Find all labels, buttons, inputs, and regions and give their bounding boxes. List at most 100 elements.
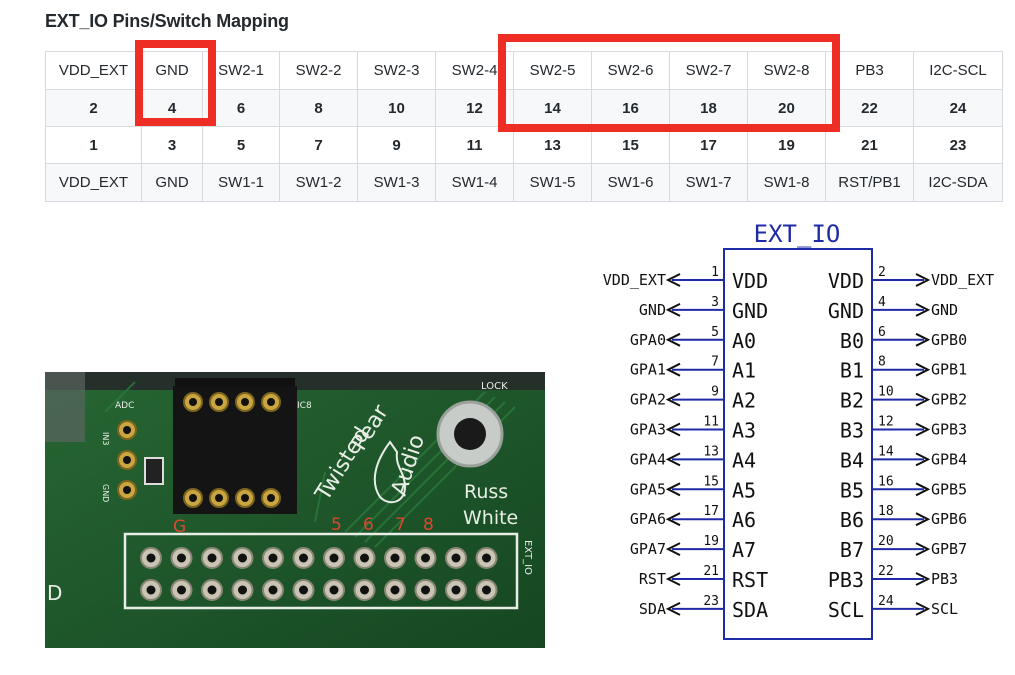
header-pin-hole [177, 585, 186, 595]
pin-number: 12 [878, 415, 894, 430]
pin-name: VDD [828, 269, 864, 293]
table-cell: I2C-SCL [913, 51, 1003, 90]
pin-number: 6 [878, 325, 886, 340]
header-pin-hole [268, 553, 278, 563]
pin-number: 24 [878, 594, 894, 609]
header-pin-hole [451, 585, 461, 595]
header-pin-hole [238, 553, 247, 563]
pin-arrow-icon [665, 362, 681, 377]
pin-net-label: PB3 [931, 570, 958, 588]
pin-arrow-icon [915, 332, 931, 347]
table-cell: 5 [202, 126, 280, 164]
table-cell: GND [141, 163, 203, 202]
pin-net-label: SDA [639, 600, 666, 618]
table-cell: 19 [747, 126, 826, 164]
pin-name: GND [828, 299, 864, 323]
header-pin-hole [421, 585, 430, 595]
pin-arrow-icon [915, 273, 931, 287]
table-cell: 3 [141, 126, 203, 164]
pin-number: 7 [711, 355, 719, 370]
header-pin-hole [451, 553, 461, 563]
header-pin-hole [146, 553, 156, 563]
pin-arrow-icon [915, 362, 931, 377]
marker-8: 8 [423, 515, 434, 535]
table-cell: SW1-8 [747, 163, 826, 202]
pin-arrow-icon [915, 572, 931, 586]
table-cell: SW2-3 [357, 51, 436, 90]
pin-arrow-icon [915, 602, 931, 616]
pin-net-label: GPB4 [931, 450, 967, 468]
pin-number: 5 [711, 325, 719, 340]
table-cell: 17 [669, 126, 748, 164]
pin-name: B4 [840, 448, 864, 472]
header-pin-hole [421, 553, 430, 563]
marker-7: 7 [395, 515, 406, 535]
table-cell: VDD_EXT [45, 51, 142, 90]
pin-number: 2 [878, 265, 886, 280]
table-cell: 13 [513, 126, 592, 164]
pin-arrow-icon [665, 572, 681, 586]
pin-net-label: GPA5 [630, 480, 666, 498]
header-pin-hole [268, 585, 278, 595]
pin-name: B6 [840, 508, 864, 532]
pin-arrow-icon [665, 602, 681, 616]
pin-number: 15 [703, 474, 719, 489]
pin-name: A3 [732, 419, 756, 443]
pin-name: SDA [732, 598, 768, 622]
pin-arrow-icon [665, 482, 681, 497]
table-cell: 14 [513, 89, 592, 127]
pin-net-label: GPB5 [931, 480, 967, 498]
table-cell: 9 [357, 126, 436, 164]
table-cell: SW2-5 [513, 51, 592, 90]
pin-name: A2 [732, 389, 756, 413]
pin-number: 3 [711, 295, 719, 310]
pin-name: A7 [732, 538, 756, 562]
table-cell: SW1-3 [357, 163, 436, 202]
pin-net-label: GPB1 [931, 361, 967, 379]
pin-arrow-icon [915, 542, 931, 556]
pin-number: 1 [711, 265, 719, 280]
table-cell: SW2-8 [747, 51, 826, 90]
table-cell: 7 [279, 126, 358, 164]
table-cell: 18 [669, 89, 748, 127]
marker-6: 6 [363, 515, 374, 535]
table-cell: SW2-4 [435, 51, 514, 90]
side-pins-label-gnd: GND [101, 484, 110, 502]
pin-arrow-icon [915, 303, 931, 317]
pin-name: B7 [840, 538, 864, 562]
pin-arrow-icon [665, 422, 681, 437]
pin-number: 17 [703, 504, 719, 519]
author-first: Russ [464, 481, 508, 503]
pin-net-label: VDD_EXT [931, 271, 994, 289]
table-cell: SW1-6 [591, 163, 670, 202]
pin-number: 9 [711, 385, 719, 400]
pin-name: PB3 [828, 568, 864, 592]
pin-number: 4 [878, 295, 886, 310]
ic-label: IC8 [297, 401, 312, 411]
pin-net-label: GND [639, 301, 666, 319]
table-cell: SW2-2 [279, 51, 358, 90]
schematic-box [723, 248, 873, 640]
table-cell: SW2-7 [669, 51, 748, 90]
ext-io-header-label: EXT_IO [522, 540, 533, 575]
side-pins-label: IN3 [101, 432, 110, 445]
table-cell: 22 [825, 89, 914, 127]
pin-arrow-icon [915, 422, 931, 437]
pin-net-label: GPB2 [931, 391, 967, 409]
pin-arrow-icon [665, 332, 681, 347]
ext-io-header-outline [123, 532, 519, 610]
pear-logo [373, 440, 407, 504]
header-pin-hole [482, 585, 491, 595]
marker-5: 5 [331, 515, 342, 535]
table-cell: 12 [435, 89, 514, 127]
lock-label: LOCK [481, 381, 508, 392]
header-pin-hole [482, 553, 491, 563]
table-cell: 1 [45, 126, 142, 164]
header-pins [140, 547, 498, 601]
pin-arrow-icon [915, 482, 931, 497]
